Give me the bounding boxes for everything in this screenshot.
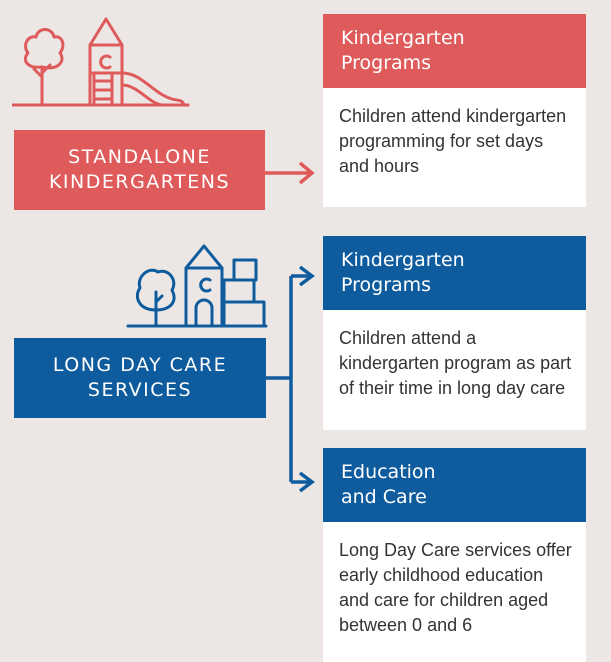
ldc-card-1-title-line-1: Kindergarten [341, 249, 465, 271]
ldc-card-1-body-line-1: Children attend a [339, 328, 477, 348]
standalone-kindergartens-label: STANDALONE KINDERGARTENS [14, 130, 265, 210]
ldc-card-1-title-line-2: Programs [341, 274, 432, 296]
ldc-card-1-body-line-3: of their time in long day care [339, 378, 566, 398]
ldc-card-2-body-line-4: between 0 and 6 [339, 615, 473, 635]
ldc-card-1-body-line-2: kindergarten program as part [339, 353, 572, 373]
ldc-card-2-body-line-2: early childhood education [339, 565, 544, 585]
ldc-card-2-body-line-3: and care for children aged [339, 590, 549, 610]
standalone-card-body-line-1: Children attend kindergarten [339, 106, 567, 126]
standalone-label-line-2: KINDERGARTENS [48, 171, 231, 193]
ldc-card-2-body-line-1: Long Day Care services offer [339, 540, 572, 560]
long-day-care-arrows [266, 265, 315, 493]
playground-icon [12, 15, 192, 107]
long-day-care-label-line-2: SERVICES [87, 379, 193, 401]
ldc-kindergarten-card-body: Children attend a kindergarten program a… [323, 310, 586, 430]
ldc-education-care-card-body: Long Day Care services offer early child… [323, 522, 586, 662]
building-icon [126, 242, 268, 330]
standalone-card-body-line-3: and hours [339, 156, 420, 176]
ldc-kindergarten-card-title: Kindergarten Programs [323, 236, 586, 310]
standalone-arrow [265, 161, 315, 185]
standalone-card-title-line-1: Kindergarten [341, 27, 465, 49]
standalone-label-line-1: STANDALONE [68, 146, 211, 168]
long-day-care-label-line-1: LONG DAY CARE [52, 354, 228, 376]
standalone-card-body: Children attend kindergarten programming… [323, 88, 586, 207]
long-day-care-services-label: LONG DAY CARE SERVICES [14, 338, 266, 418]
standalone-card-body-line-2: programming for set days [339, 131, 544, 151]
ldc-card-2-title-line-1: Education [341, 461, 436, 483]
ldc-education-care-card-title: Education and Care [323, 448, 586, 522]
standalone-card-title: Kindergarten Programs [323, 14, 586, 88]
standalone-card-title-line-2: Programs [341, 52, 432, 74]
ldc-card-2-title-line-2: and Care [341, 486, 427, 508]
